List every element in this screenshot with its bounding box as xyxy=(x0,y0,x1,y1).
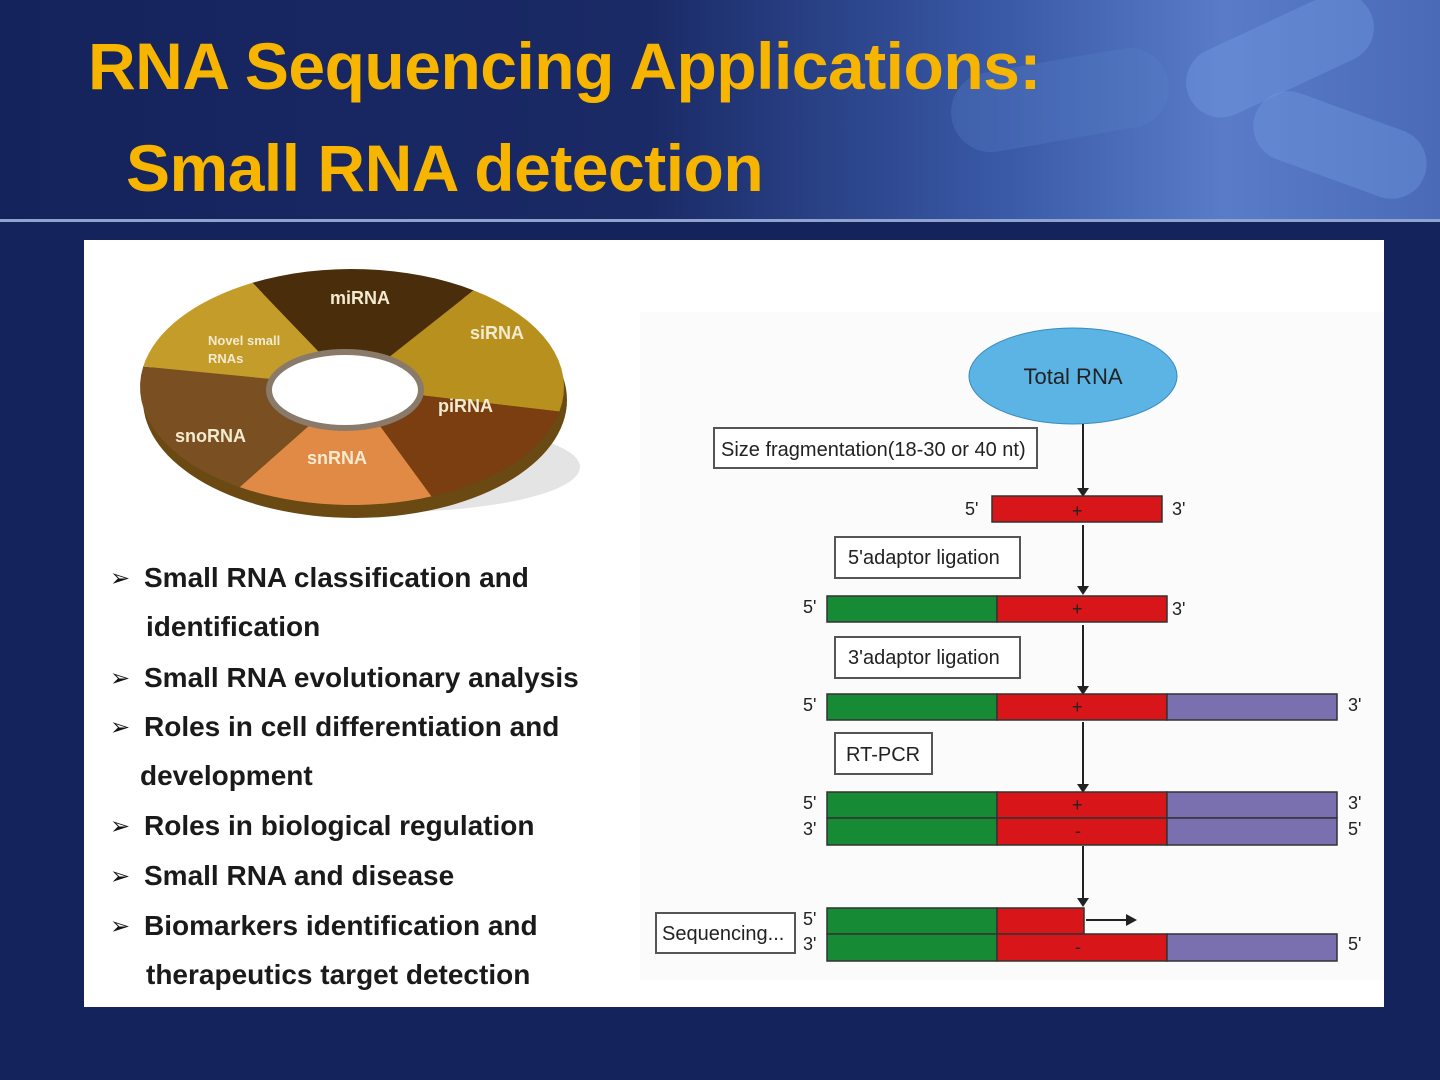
segment-label-snorna: snoRNA xyxy=(175,426,246,446)
total-rna-label: Total RNA xyxy=(1023,364,1122,389)
strand-label-minus: - xyxy=(1075,937,1081,957)
bullet-item-text: Small RNA and disease xyxy=(144,860,455,891)
strand-label-three: 3' xyxy=(1172,599,1185,619)
segment-label-novel-2: RNAs xyxy=(208,351,243,366)
strand-label-three: 3' xyxy=(803,934,816,954)
segment-label-snrna: snRNA xyxy=(307,448,367,468)
total-rna-node xyxy=(968,327,1178,425)
bullet-arrow-icon: ➢ xyxy=(110,863,131,890)
strand-label-five: 5' xyxy=(803,695,816,715)
step-rt-pcr: RT-PCR xyxy=(846,744,920,766)
step-sequencing: Sequencing... xyxy=(662,923,784,945)
strand-label-three: 3' xyxy=(803,819,816,839)
donut-segment-snrna xyxy=(239,403,432,505)
step-size-fragmentation: Size fragmentation(18-30 or 40 nt) xyxy=(721,439,1026,461)
bullet-item-text: identification xyxy=(146,611,321,642)
strand-label-plus: + xyxy=(1072,795,1083,815)
bullet-item-text: Roles in biological regulation xyxy=(144,810,535,841)
small-rna-donut-diagram: miRNA siRNA piRNA snRNA snoRNA Novel sma… xyxy=(140,269,580,518)
step-3-adaptor-ligation: 3'adaptor ligation xyxy=(848,647,1000,669)
strand-label-minus: - xyxy=(1075,821,1081,841)
donut-segment-mirna xyxy=(252,269,474,371)
strand-label-three: 3' xyxy=(1172,499,1185,519)
strand-label-five: 5' xyxy=(803,793,816,813)
strand-label-three: 3' xyxy=(1348,695,1361,715)
bullet-item-text: therapeutics target detection xyxy=(146,959,531,990)
slide-title-line1: RNA Sequencing Applications: xyxy=(88,29,1041,103)
bullet-arrow-icon: ➢ xyxy=(110,565,131,592)
segment-label-mirna: miRNA xyxy=(330,288,390,308)
strand-label-five: 5' xyxy=(803,597,816,617)
bullet-arrow-icon: ➢ xyxy=(110,665,131,692)
strand-label-plus: + xyxy=(1072,599,1083,619)
bullet-item-text: development xyxy=(140,760,313,791)
bullet-arrow-icon: ➢ xyxy=(110,714,131,741)
bullet-arrow-icon: ➢ xyxy=(110,813,131,840)
strand-label-five: 5' xyxy=(1348,819,1361,839)
strand-label-five: 5' xyxy=(965,499,978,519)
donut-segment-novel xyxy=(143,282,336,384)
step-5-adaptor-ligation: 5'adaptor ligation xyxy=(848,547,1000,569)
strand-label-three: 3' xyxy=(1348,793,1361,813)
strand-label-plus: + xyxy=(1072,501,1083,521)
segment-label-pirna: piRNA xyxy=(438,396,493,416)
strand-label-five: 5' xyxy=(1348,934,1361,954)
bullet-item-text: Roles in cell differentiation and xyxy=(144,711,560,742)
bullet-item-text: Small RNA classification and xyxy=(144,562,529,593)
bullet-item-text: Biomarkers identification and xyxy=(144,910,538,941)
slide-header xyxy=(0,0,1440,222)
segment-label-sirna: siRNA xyxy=(470,323,524,343)
bullet-arrow-icon: ➢ xyxy=(110,913,131,940)
segment-label-novel: Novel small xyxy=(208,333,280,348)
donut-hole xyxy=(266,349,424,431)
bullet-item-text: Small RNA evolutionary analysis xyxy=(144,662,579,693)
donut-segment-pirna xyxy=(365,391,560,497)
slide-title-line2: Small RNA detection xyxy=(126,131,764,205)
strand-label-five: 5' xyxy=(803,909,816,929)
arrowheads xyxy=(1077,488,1137,926)
strand-label-plus: + xyxy=(1072,697,1083,717)
